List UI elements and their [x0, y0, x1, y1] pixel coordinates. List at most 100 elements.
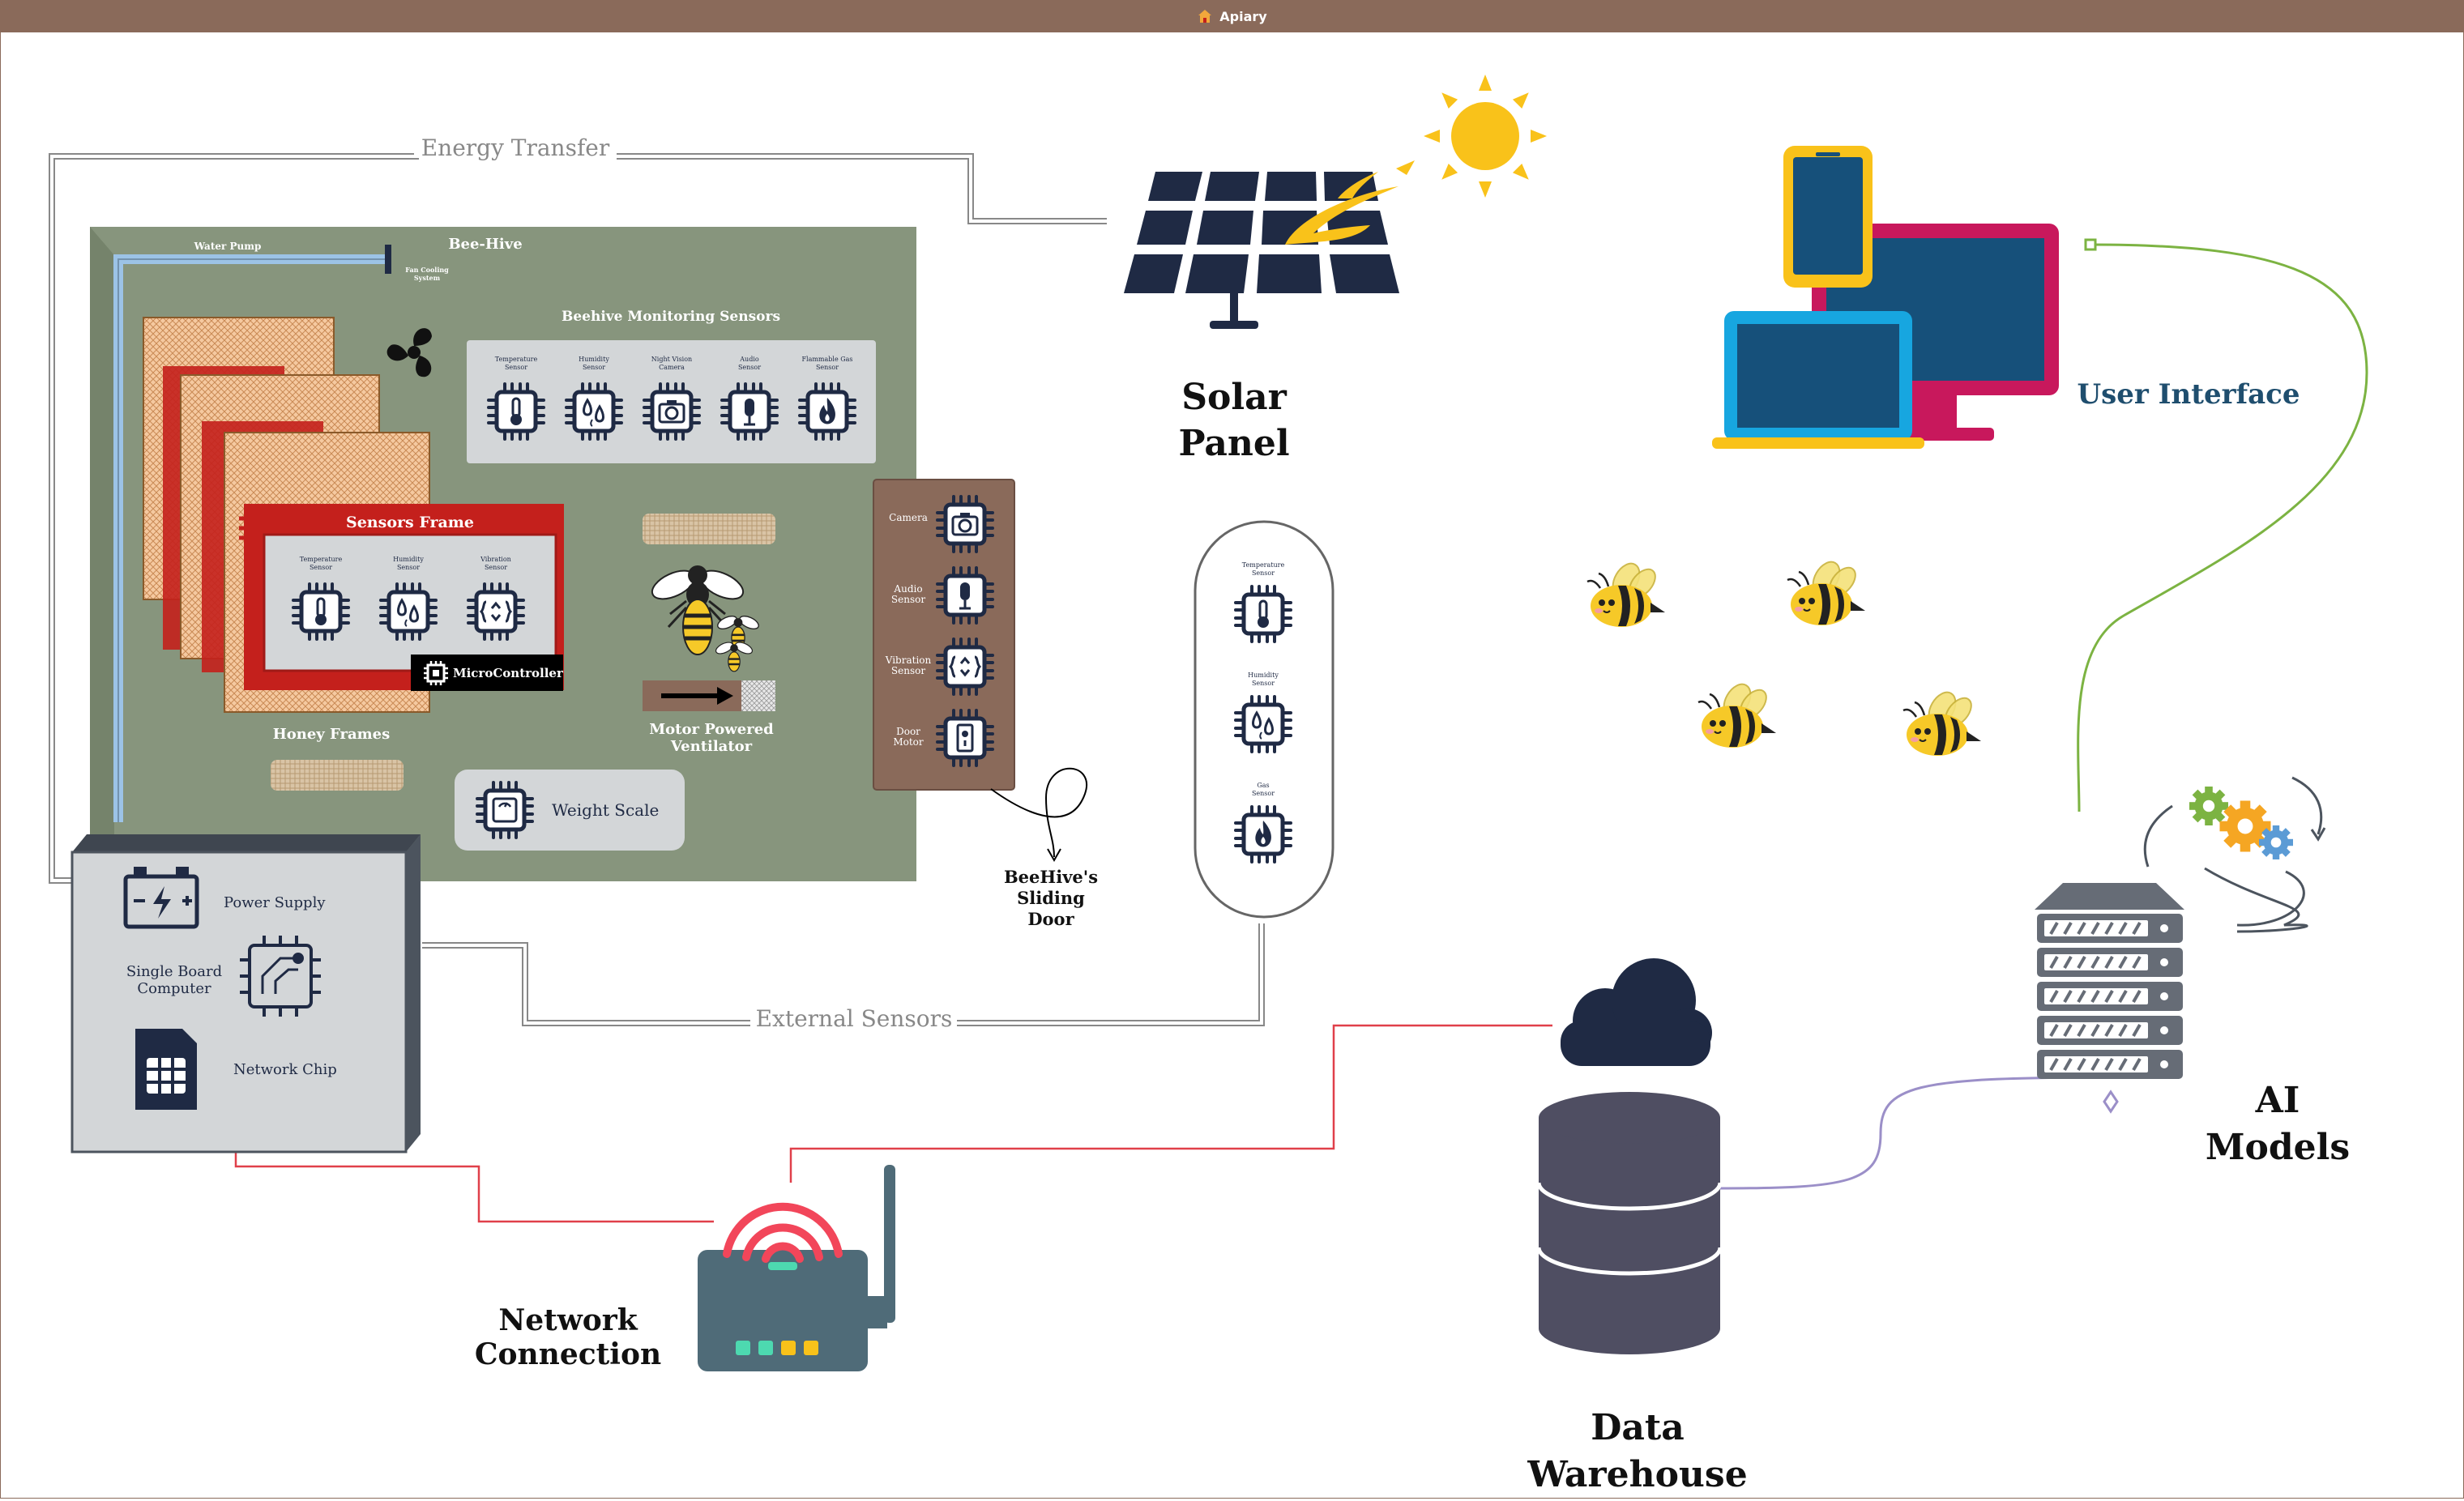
- sensor-label: Sensor: [738, 364, 761, 371]
- sensor-label: Camera: [889, 512, 928, 523]
- flying-bee-icon-4: [1902, 686, 1983, 757]
- sensor-label: Sensor: [1252, 569, 1275, 577]
- network-chip-label: Network Chip: [233, 1061, 337, 1078]
- sensor-label: Sensor: [816, 364, 839, 371]
- flying-bee-icon-3: [1697, 678, 1778, 749]
- fan-icon: [386, 328, 432, 377]
- sliding-door-label-2: Sliding: [1017, 888, 1085, 908]
- energy-transfer-line: [49, 153, 1107, 884]
- sim-chip-icon: [135, 1029, 197, 1110]
- app-house-icon: [1198, 10, 1212, 23]
- hive-mat-top: [643, 514, 775, 544]
- sliding-door-pointer: [990, 767, 1087, 858]
- cloud-icon: [1561, 958, 1712, 1066]
- solar-panel-label-2: Panel: [1178, 423, 1289, 464]
- sliding-door-label-1: BeeHive's: [1004, 867, 1098, 887]
- phone-icon: [1783, 146, 1873, 288]
- worker-bee-icon-2: [715, 642, 754, 672]
- sensors-frame-title: Sensors Frame: [346, 514, 474, 531]
- weight-scale-label: Weight Scale: [552, 800, 659, 820]
- weight-scale-chip: [477, 782, 532, 838]
- server-unit: [2037, 1050, 2183, 1079]
- sensor-label: Camera: [659, 364, 685, 371]
- solar-panel-icon: [1124, 172, 1399, 329]
- warehouse-to-ai-link: [1718, 1076, 2112, 1190]
- sensor-chip: [800, 384, 855, 439]
- worker-bee-icon: [717, 616, 759, 650]
- battery-icon: [123, 867, 199, 929]
- laptop-icon: [1712, 311, 1924, 449]
- circuit-board-icon: [240, 936, 321, 1017]
- fan-cooling-label-2: System: [414, 274, 441, 282]
- ai-models-label-1: AI: [2255, 1080, 2300, 1121]
- sensor-chip: [381, 584, 436, 639]
- fan-cooling-label-1: Fan Cooling: [405, 266, 449, 274]
- water-pump-pipe: [113, 254, 388, 822]
- frame-sensor-group: TemperatureSensorHumiditySensorVibration…: [293, 556, 523, 639]
- sensor-label: Humidity: [579, 356, 609, 363]
- window-title: Apiary: [1219, 8, 1267, 24]
- ai-models-label-2: Models: [2206, 1127, 2350, 1168]
- database-icon: [1536, 1092, 1723, 1354]
- server-rack-icon: [2035, 883, 2184, 1114]
- sensor-label: Sensor: [891, 594, 925, 605]
- sensor-label: Sensor: [485, 564, 507, 571]
- sensor-chip: [1236, 586, 1291, 642]
- energy-transfer-label: Energy Transfer: [421, 134, 610, 161]
- router-icon: [698, 1165, 895, 1371]
- sensor-label: Night Vision: [651, 356, 692, 363]
- sensor-chip: [937, 497, 993, 552]
- architecture-diagram: Energy Transfer External Sensors Bee-Hiv…: [49, 75, 2368, 1495]
- sensor-label: Temperature: [300, 556, 343, 563]
- sliding-door-panel: [873, 479, 1015, 791]
- network-connection-label-1: Network: [498, 1303, 638, 1337]
- sensor-chip: [566, 384, 621, 439]
- sensor-label: Vibration: [885, 655, 932, 666]
- sbc-label-1: Single Board: [126, 963, 222, 980]
- sensor-label: Flammable Gas: [801, 356, 852, 363]
- sensor-label: Humidity: [1248, 672, 1279, 679]
- sensor-chip: [293, 584, 348, 639]
- ui-link-endpoint: [2084, 238, 2097, 251]
- sensor-chip: [468, 584, 523, 639]
- gears-icon: [2143, 776, 2326, 933]
- sensor-label: Sensor: [1252, 680, 1275, 687]
- flying-bee-icon-1: [1586, 557, 1667, 629]
- sensor-label: Sensor: [397, 564, 420, 571]
- sensor-label: Audio: [739, 356, 759, 363]
- window-titlebar: Apiary: [0, 0, 2464, 32]
- sensor-label: Sensor: [583, 364, 605, 371]
- queen-bee-icon: [651, 565, 745, 655]
- motor-ventilator-label-1: Motor Powered: [649, 721, 774, 738]
- sensor-chip: [1236, 697, 1291, 752]
- beehive-title: Bee-Hive: [448, 236, 522, 253]
- sensor-label: Temperature: [1242, 561, 1285, 569]
- hive-mat-bottom: [271, 760, 404, 791]
- ai-cycle-arrow: [2236, 870, 2305, 927]
- external-sensors-label: External Sensors: [756, 1005, 953, 1032]
- server-unit: [2037, 914, 2183, 943]
- server-unit: [2037, 948, 2183, 977]
- sensor-label: Sensor: [505, 364, 527, 371]
- network-connection-label-2: Connection: [475, 1337, 661, 1371]
- sensor-label: Audio: [893, 583, 922, 595]
- sensor-chip: [489, 384, 544, 439]
- sensor-label: Motor: [893, 736, 924, 748]
- flying-bee-icon-2: [1786, 556, 1867, 627]
- motor-ventilator-label-2: Ventilator: [670, 738, 753, 755]
- sensor-label: Gas: [1257, 782, 1269, 789]
- sensor-label: Vibration: [480, 556, 511, 563]
- sensor-chip: [722, 384, 777, 439]
- solar-panel-label-1: Solar: [1181, 377, 1287, 418]
- sensor-label: Sensor: [310, 564, 332, 571]
- sensor-label: Temperature: [495, 356, 538, 363]
- sensor-label: Humidity: [393, 556, 424, 563]
- ai-to-ui-link: [2077, 243, 2368, 812]
- door-sensor-group: CameraAudioSensorVibrationSensorDoorMoto…: [885, 497, 993, 765]
- sbc-label-2: Computer: [137, 980, 211, 997]
- water-pump-label: Water Pump: [194, 241, 262, 252]
- sun-icon: [1285, 75, 1547, 245]
- data-warehouse-label-2: Warehouse: [1527, 1454, 1747, 1495]
